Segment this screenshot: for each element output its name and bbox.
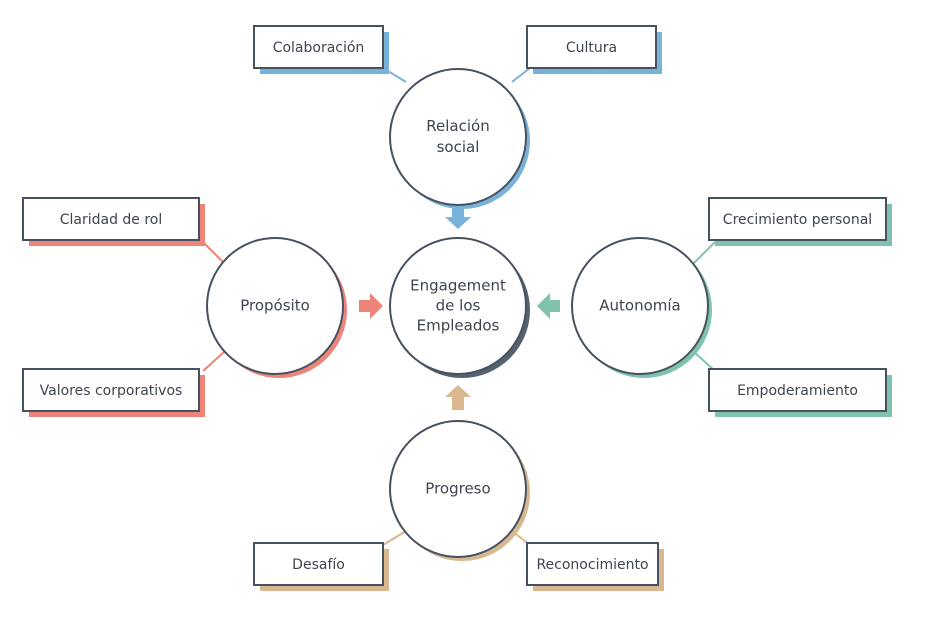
center-title: de los [436, 297, 481, 315]
proposito-box-2-label: Valores corporativos [40, 383, 183, 399]
proposito-title: Propósito [240, 297, 310, 315]
proposito-circle [206, 237, 344, 375]
relacion-arrow [445, 206, 471, 229]
relacion-connector-2 [511, 67, 531, 83]
relacion-box-2-label: Cultura [566, 40, 617, 56]
progreso-box-2 [526, 542, 659, 586]
proposito-connector-2 [202, 351, 225, 372]
proposito-box-1 [22, 197, 200, 241]
progreso-box-1-label: Desafío [292, 557, 345, 573]
relacion-box-2 [526, 25, 657, 69]
proposito-connector-1 [202, 241, 225, 264]
autonomia-connector-2 [693, 351, 716, 372]
center-title: Engagement [410, 277, 506, 295]
progreso-box-2-label: Reconocimiento [536, 557, 648, 573]
progreso-arrow [445, 385, 471, 410]
autonomia-box-2 [708, 368, 887, 412]
progreso-connector-1 [382, 530, 407, 546]
progreso-title: Progreso [425, 480, 490, 498]
relacion-box-1-label: Colaboración [273, 40, 365, 56]
relacion-title: social [437, 138, 480, 156]
autonomia-arrow [537, 293, 560, 319]
autonomia-box-1 [708, 197, 887, 241]
autonomia-title: Autonomía [599, 297, 680, 315]
proposito-arrow [359, 293, 383, 319]
proposito-box-1-label: Claridad de rol [60, 212, 163, 228]
relacion-circle [389, 68, 527, 206]
autonomia-box-2-label: Empoderamiento [737, 383, 858, 399]
progreso-box-1 [253, 542, 384, 586]
center-title: Empleados [417, 317, 500, 335]
relacion-title: Relación [426, 117, 489, 135]
autonomia-connector-1 [693, 241, 716, 264]
autonomia-box-1-label: Crecimiento personal [723, 212, 872, 228]
center-circle [389, 237, 527, 375]
autonomia-circle [571, 237, 709, 375]
proposito-box-2 [22, 368, 200, 412]
relacion-box-1 [253, 25, 384, 69]
progreso-circle [389, 420, 527, 558]
